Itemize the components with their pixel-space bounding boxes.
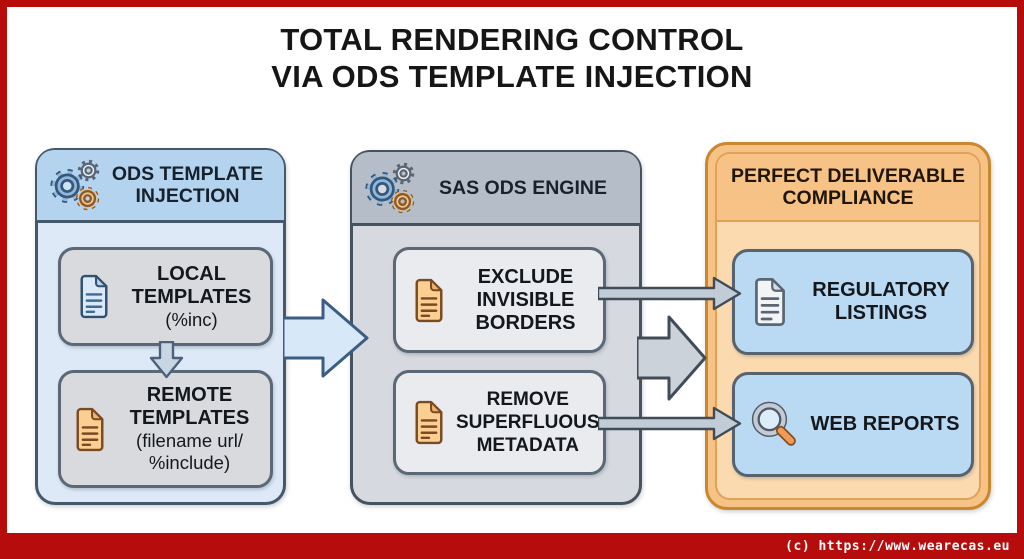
panel-perfect-deliverable-compliance: PERFECT DELIVERABLE COMPLIANCE REGULATOR… <box>705 142 991 510</box>
card-detail: (filename url/ %include) <box>136 430 243 473</box>
panel-ods-title: ODS TEMPLATE INJECTION <box>111 163 264 207</box>
arrow-down-icon <box>148 341 185 380</box>
card-label: REMOTE TEMPLATES <box>129 384 250 429</box>
page-title: TOTAL RENDERING CONTROL VIA ODS TEMPLATE… <box>0 21 1024 95</box>
panel-compliance-header: PERFECT DELIVERABLE COMPLIANCE <box>717 154 979 222</box>
panel-ods-template-injection: ODS TEMPLATE INJECTION LOCAL TEMPLATES (… <box>35 148 286 505</box>
copyright-text: (c) https://www.wearecas.eu <box>785 538 1010 554</box>
panel-ods-header: ODS TEMPLATE INJECTION <box>37 150 284 223</box>
panel-compliance-title: PERFECT DELIVERABLE COMPLIANCE <box>730 165 966 209</box>
card-local-templates: LOCAL TEMPLATES (%inc) <box>58 247 273 346</box>
document-icon <box>75 273 113 320</box>
document-icon <box>71 406 109 453</box>
arrow-right-blue <box>283 293 369 383</box>
card-exclude-invisible-borders: EXCLUDE INVISIBLE BORDERS <box>393 247 606 353</box>
card-label: EXCLUDE INVISIBLE BORDERS <box>475 265 576 334</box>
arrow-to-web-reports <box>598 406 744 442</box>
magnifier-icon <box>749 400 799 450</box>
page-title-line2: VIA ODS TEMPLATE INJECTION <box>271 59 753 94</box>
card-regulatory-listings: REGULATORY LISTINGS <box>732 249 974 355</box>
card-label: REGULATORY LISTINGS <box>812 279 950 324</box>
card-label: WEB REPORTS <box>810 413 960 435</box>
footer-bar: (c) https://www.wearecas.eu <box>0 533 1024 559</box>
gears-icon <box>45 157 105 213</box>
arrow-to-regulatory-listings <box>598 276 744 312</box>
card-remote-templates: REMOTE TEMPLATES (filename url/ %include… <box>58 370 273 488</box>
document-icon <box>749 276 791 328</box>
arrow-right-gray-large <box>637 312 707 404</box>
panel-compliance-inner: PERFECT DELIVERABLE COMPLIANCE REGULATOR… <box>715 152 981 500</box>
card-remove-superfluous-metadata: REMOVE SUPERFLUOUS METADATA <box>393 370 606 475</box>
panel-sas-ods-engine: SAS ODS ENGINE EXCLUDE INVISIBLE BORDERS <box>350 150 642 505</box>
gears-icon <box>360 160 420 216</box>
card-web-reports: WEB REPORTS <box>732 372 974 477</box>
page-title-line1: TOTAL RENDERING CONTROL <box>280 22 744 57</box>
card-label: LOCAL TEMPLATES <box>131 262 252 308</box>
panel-engine-title: SAS ODS ENGINE <box>439 176 607 199</box>
document-icon <box>410 277 448 324</box>
card-label: REMOVE SUPERFLUOUS METADATA <box>456 389 600 456</box>
card-detail: (%inc) <box>165 308 218 330</box>
document-icon <box>410 399 448 446</box>
panel-engine-header: SAS ODS ENGINE <box>352 152 640 226</box>
